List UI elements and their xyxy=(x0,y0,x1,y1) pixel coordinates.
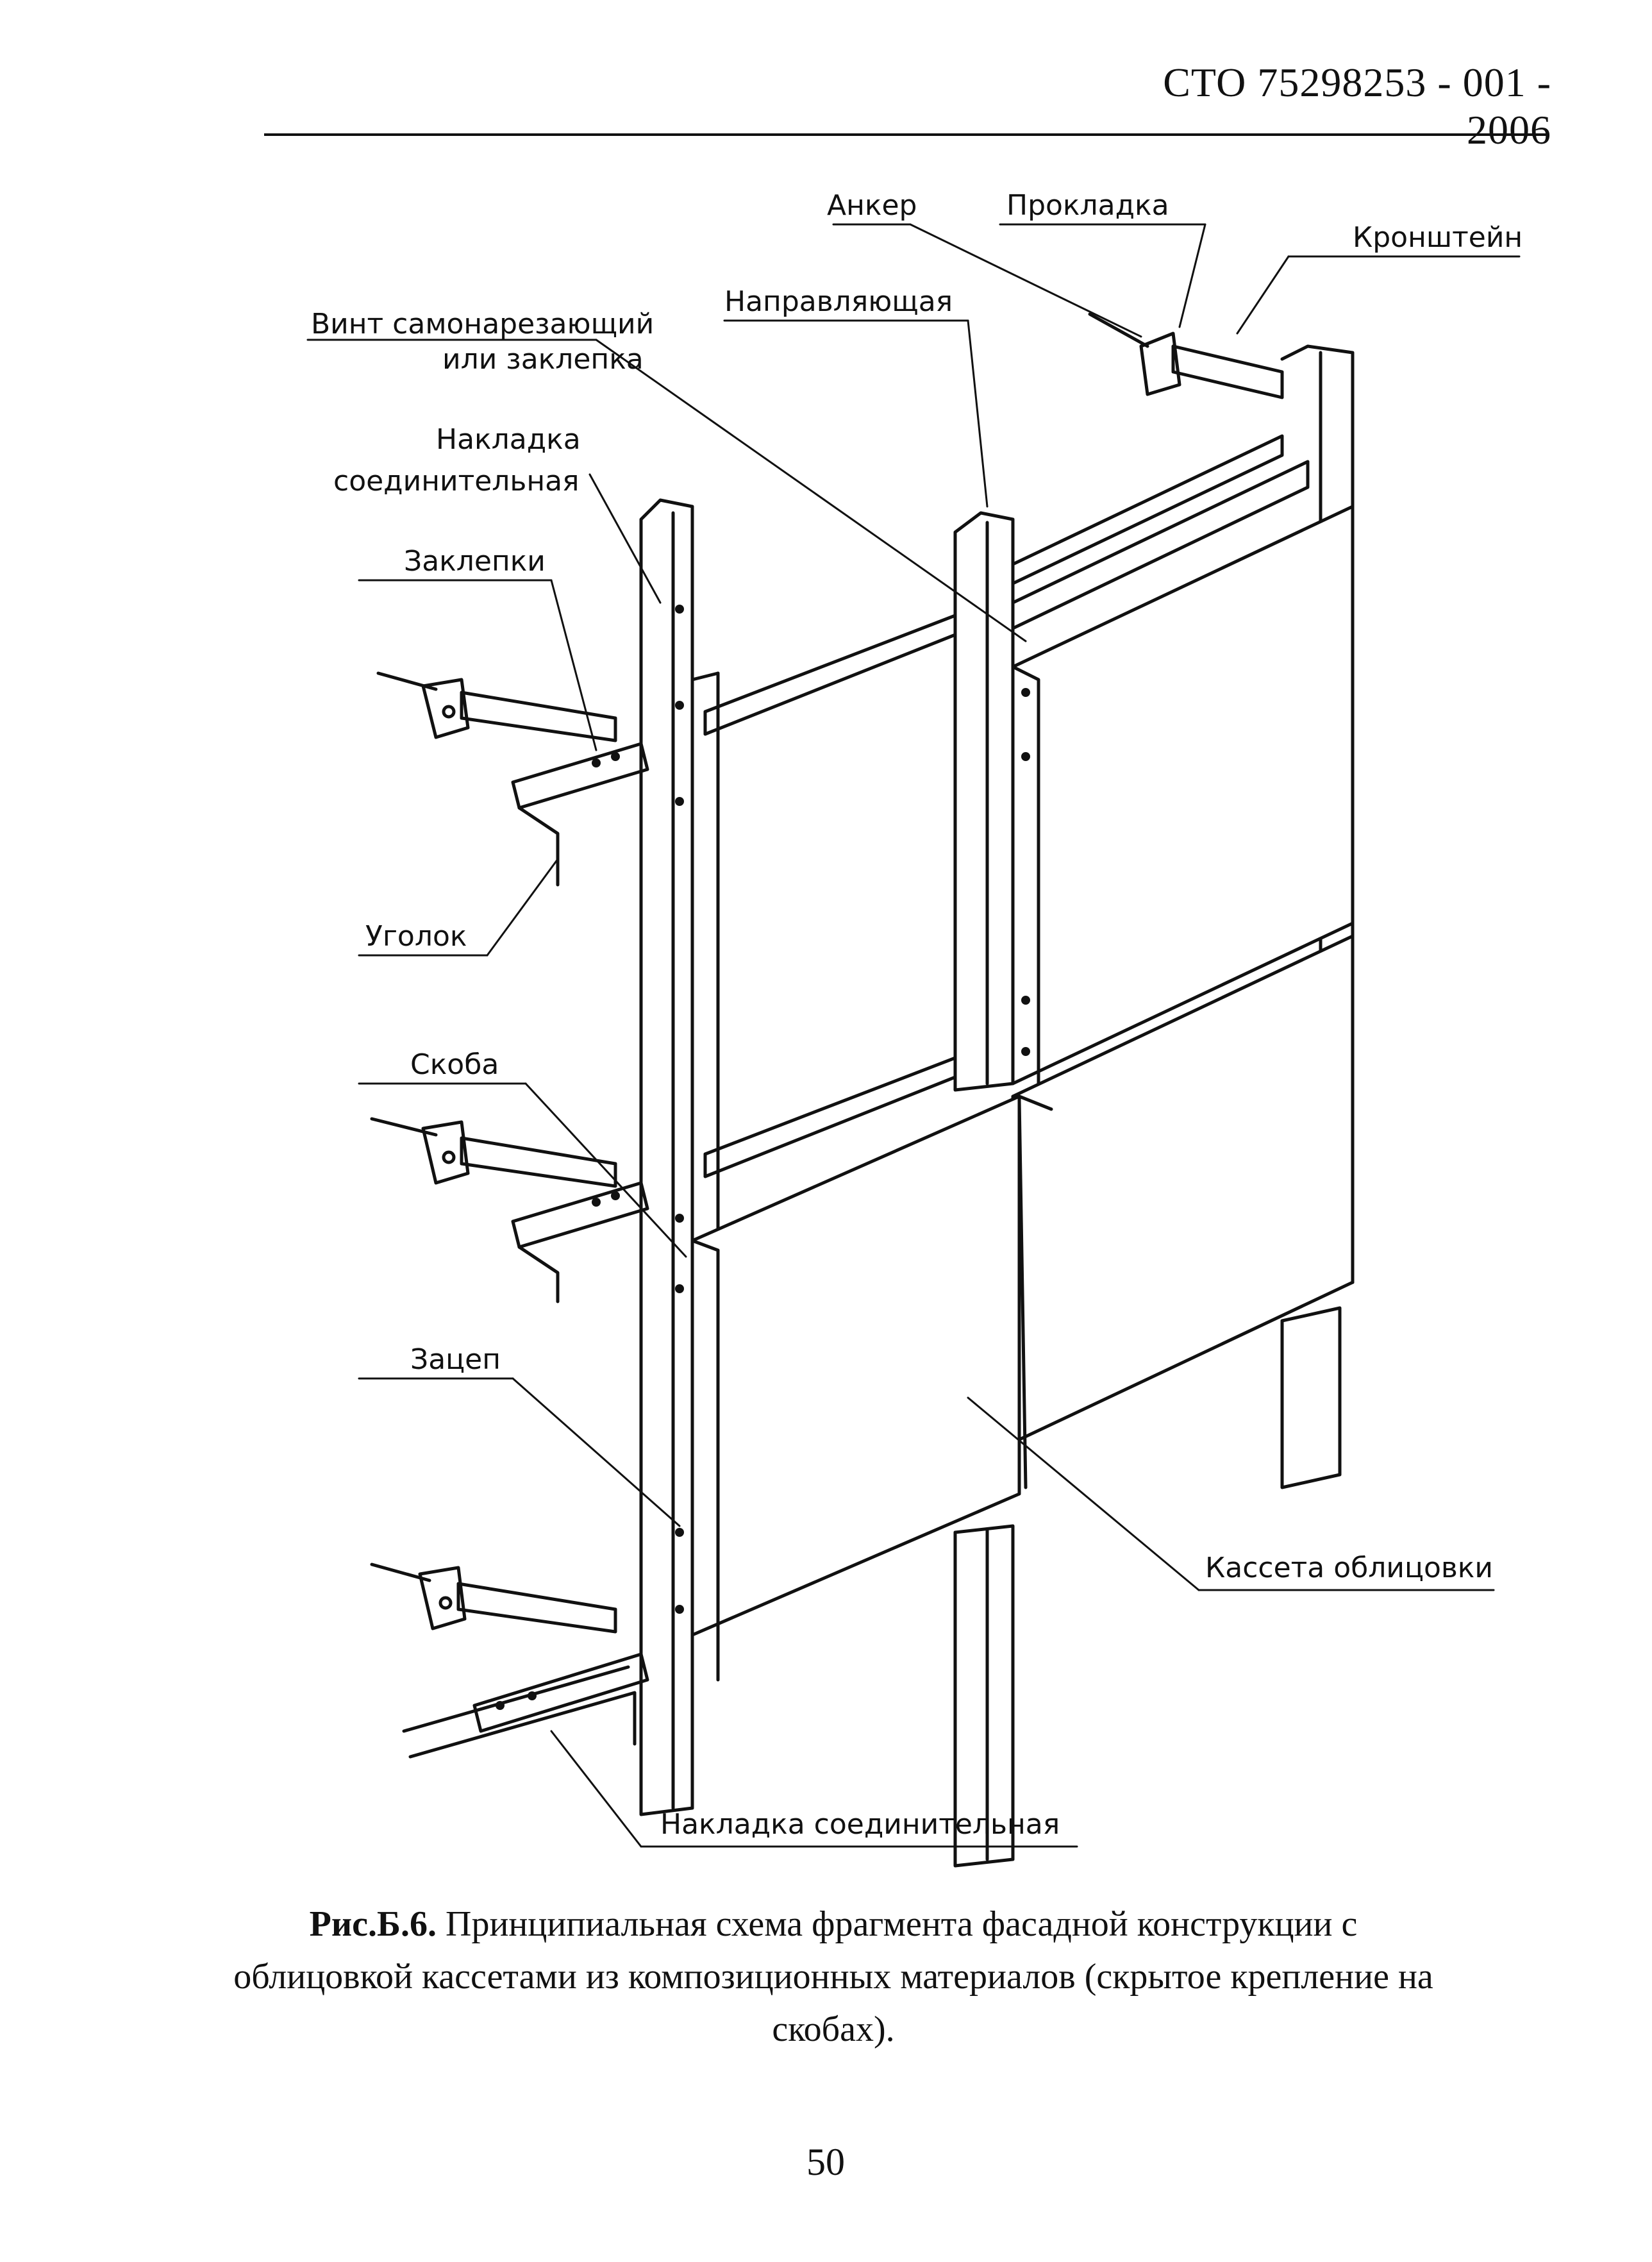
middle-vertical-guide xyxy=(953,511,1015,1092)
figure-caption: Рис.Б.6. Принципиальная схема фрагмента … xyxy=(224,1898,1442,2056)
caption-text: Принципиальная схема фрагмента фасадной … xyxy=(233,1904,1433,2049)
connection-plate-bottom xyxy=(472,1652,649,1733)
cassette-panel-lower-left xyxy=(690,1094,1021,1637)
callout-nakladka-top-line1: Накладка xyxy=(436,423,581,456)
callout-anker: Анкер xyxy=(827,189,917,222)
bracket-upper-right xyxy=(1139,331,1181,396)
bracket-row-3 xyxy=(370,1562,617,1634)
horizontal-rail-top-left xyxy=(703,614,957,736)
callout-vint-line2: или заклепка xyxy=(442,343,644,376)
callout-skoba: Скоба xyxy=(410,1048,499,1081)
left-vertical-guide xyxy=(639,498,694,1816)
callout-nakladka-bottom: Накладка соединительная xyxy=(660,1808,1060,1841)
callout-nakladka-top-line2: соединительная xyxy=(333,465,580,498)
angle-profile-1 xyxy=(511,742,649,810)
horizontal-rail-top-right xyxy=(1011,434,1284,585)
callout-prokladka: Прокладка xyxy=(1006,189,1169,222)
callout-kronshtein: Кронштейн xyxy=(1353,221,1523,254)
header-rule xyxy=(264,133,1546,136)
callout-kasseta: Кассета облицовки xyxy=(1205,1552,1493,1584)
bracket-row-1 xyxy=(376,671,617,742)
callout-zatsep: Зацеп xyxy=(410,1343,501,1376)
leader-lines xyxy=(306,223,1521,1848)
facade-construction-diagram: Анкер Прокладка Кронштейн Направляющая В… xyxy=(306,189,1523,1868)
angle-profile-2 xyxy=(511,1181,649,1249)
caption-label: Рис.Б.6. xyxy=(309,1904,437,1944)
callout-vint-line1: Винт самонарезающий xyxy=(311,308,654,340)
page-number: 50 xyxy=(806,2141,845,2183)
callout-napravlyayushchaya: Направляющая xyxy=(724,285,953,318)
cassette-panel-top-right xyxy=(1011,505,1355,1085)
bracket-row-2 xyxy=(370,1117,617,1188)
document-code: СТО 75298253 - 001 - 2006 xyxy=(1163,60,1551,153)
callout-ugolok: Уголок xyxy=(365,920,467,953)
callout-zaklepki: Заклепки xyxy=(404,545,546,578)
